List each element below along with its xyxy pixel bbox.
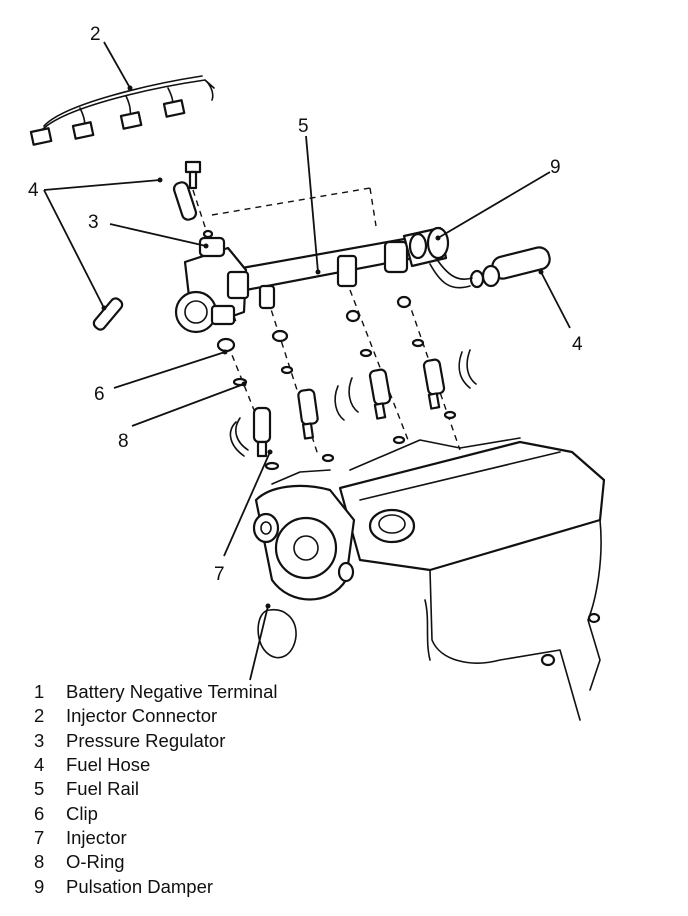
legend-label: Injector	[66, 826, 127, 848]
legend-label: Clip	[66, 802, 98, 824]
mounting-bolt	[184, 160, 202, 190]
legend-number: 2	[34, 705, 45, 727]
legend-number: 5	[34, 778, 45, 800]
injector-clips	[229, 349, 477, 457]
injector	[252, 358, 446, 458]
legend-item: 7 Injector	[34, 826, 277, 850]
legend-label: Battery Negative Terminal	[66, 681, 278, 703]
legend-item: 5 Fuel Rail	[34, 777, 277, 801]
pressure-regulator	[174, 236, 250, 334]
engine-block	[252, 437, 606, 721]
legend-item: 6 Clip	[34, 801, 277, 825]
legend-item: 2 Injector Connector	[34, 704, 277, 728]
legend-item: 9 Pulsation Damper	[34, 874, 277, 898]
legend-number: 1	[34, 681, 45, 703]
callout-7: 7	[214, 564, 225, 585]
legend-label: Pressure Regulator	[66, 729, 226, 751]
callout-6: 6	[94, 384, 105, 405]
parts-legend: 1 Battery Negative Terminal 2 Injector Con…	[34, 680, 277, 899]
legend-item: 1 Battery Negative Terminal	[34, 680, 277, 704]
callout-2: 2	[90, 24, 101, 45]
callout-3: 3	[88, 212, 99, 233]
o-rings	[202, 229, 457, 471]
legend-label: Pulsation Damper	[66, 875, 214, 897]
leader-lines	[43, 41, 571, 681]
callout-numbers: 2 5 9 4 3 4 6 8 7	[28, 24, 583, 585]
legend-number: 4	[34, 754, 45, 776]
legend-label: O-Ring	[66, 851, 125, 873]
legend-number: 6	[34, 802, 45, 824]
legend-label: Injector Connector	[66, 705, 218, 727]
legend-label: Fuel Rail	[66, 778, 139, 800]
legend-item: 8 O-Ring	[34, 850, 277, 874]
legend-number: 8	[34, 851, 45, 873]
fuel-hose-right	[469, 246, 551, 289]
legend-number: 9	[34, 875, 45, 897]
callout-4-left: 4	[28, 180, 39, 201]
callout-9: 9	[550, 157, 561, 178]
legend-number: 3	[34, 729, 45, 751]
callout-8: 8	[118, 431, 129, 452]
legend-label: Fuel Hose	[66, 754, 151, 776]
callout-5: 5	[298, 116, 309, 137]
callout-4-right: 4	[572, 334, 583, 355]
legend-number: 7	[34, 826, 45, 848]
injector-connector-harness	[29, 75, 215, 146]
legend-item: 3 Pressure Regulator	[34, 729, 277, 753]
legend-item: 4 Fuel Hose	[34, 753, 277, 777]
